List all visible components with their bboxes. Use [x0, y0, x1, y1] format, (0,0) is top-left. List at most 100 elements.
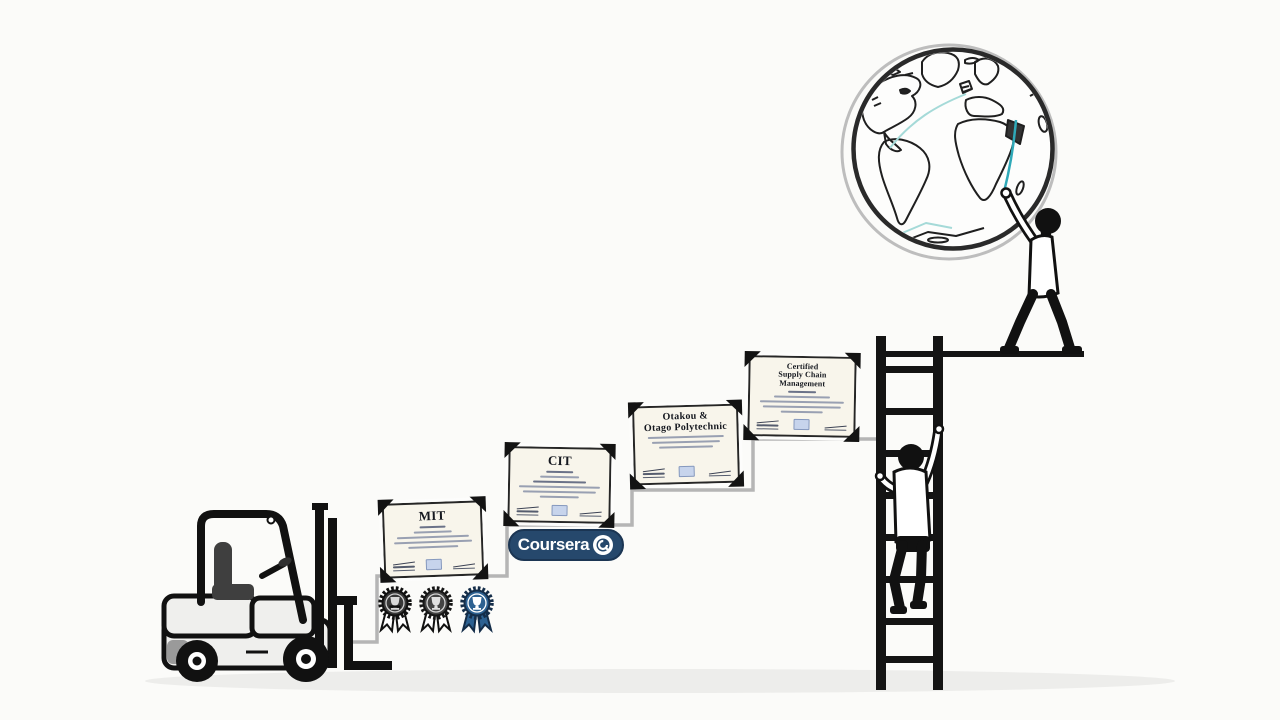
- certificate-footer: [516, 503, 602, 517]
- photo-corner-icon: [599, 443, 616, 460]
- ladder-rung: [886, 576, 933, 583]
- ladder-right-rail: [933, 336, 943, 690]
- certificate-seal: [793, 418, 810, 431]
- climber-left-leg: [888, 540, 908, 613]
- mit-certificate: MIT: [377, 496, 489, 583]
- photo-corner-icon: [377, 499, 395, 516]
- coursera-label: Coursera: [517, 535, 590, 554]
- climber-head: [898, 444, 924, 470]
- trophy-icon: [390, 597, 400, 610]
- certificate-text-line: [394, 539, 472, 544]
- certificate-text-line: [647, 435, 725, 440]
- certificate-footer: [392, 558, 476, 572]
- certificate-subtitle-line: [788, 390, 816, 394]
- british-isles-outline: [959, 80, 973, 94]
- person-reaching-globe: [1000, 187, 1082, 354]
- climber-left-foot: [890, 606, 907, 614]
- ladder-rung: [886, 366, 933, 373]
- forklift-seat: [212, 584, 254, 600]
- certificate-seal: [550, 504, 568, 517]
- medal-scallop-rim: [460, 586, 494, 620]
- certificate-text-line: [540, 475, 580, 478]
- forklift-carriage: [337, 596, 357, 605]
- coursera-badge: Coursera: [508, 529, 624, 561]
- reacher-right-foot: [1062, 346, 1082, 354]
- route-africa: [1002, 119, 1018, 193]
- ladder-rung: [886, 408, 933, 415]
- forklift-steering-wheel: [278, 557, 292, 567]
- certificate-footer: [642, 465, 731, 479]
- coursera-swirl-icon: [593, 535, 614, 555]
- trophy-icon: [431, 597, 441, 610]
- reacher-torso: [1027, 234, 1060, 299]
- madagascar-outline: [1015, 180, 1025, 196]
- certificate-text-line: [759, 400, 845, 404]
- antarctic-banner: [927, 236, 949, 244]
- reacher-right-leg: [1046, 289, 1075, 353]
- africa-outline: [954, 118, 1015, 202]
- globe-outer-ring: [840, 43, 1058, 261]
- europe-outline: [964, 96, 1005, 118]
- forklift-mast-rail-1: [315, 505, 324, 668]
- certificate-text-line: [533, 480, 586, 484]
- ground-shadow: [145, 669, 1175, 693]
- globe-circle: [851, 47, 1055, 251]
- certificate-text-line: [539, 495, 579, 498]
- trophy-icon: [472, 597, 482, 610]
- climber-right-leg: [912, 540, 927, 609]
- medal-blue: [460, 586, 494, 634]
- certificate-seal: [425, 558, 443, 571]
- forklift-overhead-guard: [197, 510, 307, 624]
- photo-corner-icon: [504, 442, 521, 459]
- globe-illustration: [840, 43, 1058, 261]
- supply-chain-certificate: Certified Supply Chain Management: [743, 350, 861, 443]
- reacher-head: [1035, 208, 1061, 234]
- certificate-seal: [678, 465, 695, 478]
- certificate-title-line2: Otago Polytechnic: [643, 420, 728, 434]
- certificate-title: MIT: [418, 507, 446, 524]
- cit-certificate: CIT: [503, 442, 616, 528]
- medal-inner-ring: [467, 593, 487, 613]
- certificate-subtitle-line: [419, 525, 446, 529]
- medal-scallop-rim: [378, 586, 412, 620]
- signature-block: [579, 508, 602, 517]
- forklift-seat-back: [214, 542, 232, 594]
- forklift-mast-rail-2: [328, 518, 337, 668]
- forklift-illustration: [161, 503, 392, 682]
- person-climbing-ladder: [874, 423, 945, 614]
- climber-right-hand: [933, 423, 945, 435]
- climber-right-foot: [910, 601, 927, 609]
- platform: [876, 351, 1084, 357]
- signature-block: [516, 503, 539, 516]
- achievement-medals: [378, 586, 494, 634]
- route-south: [899, 222, 953, 235]
- certificate-title: CIT: [547, 452, 573, 469]
- photo-corner-icon: [844, 352, 861, 370]
- certificate-footer: [756, 417, 847, 431]
- certificate-title-line2: Supply Chain Management: [778, 369, 827, 389]
- climber-torso: [892, 466, 932, 547]
- route-atlantic: [889, 93, 967, 149]
- photo-corner-icon: [744, 350, 761, 368]
- antarctica-outline: [901, 227, 985, 243]
- ladder-left-rail: [876, 336, 886, 690]
- reacher-hand: [1000, 187, 1012, 199]
- forklift-fork-blade: [344, 661, 392, 670]
- reacher-left-foot: [1000, 346, 1019, 354]
- certificate-text-line: [522, 489, 597, 494]
- forklift-rear-wheel-hub: [192, 656, 202, 666]
- central-america-outline: [883, 131, 902, 153]
- signature-block: [642, 465, 665, 479]
- medal-dark-1: [378, 586, 412, 634]
- forklift-hood: [161, 593, 259, 639]
- photo-corner-icon: [725, 399, 743, 416]
- certificate-text-line: [659, 445, 714, 449]
- certificate-text-line: [774, 395, 830, 399]
- reacher-left-leg: [1004, 289, 1038, 353]
- pacific-coast-hatch: [871, 96, 882, 107]
- medal-inner-ring: [385, 593, 405, 613]
- certificate-text-line: [781, 410, 823, 414]
- scandinavia-outline: [974, 57, 1000, 86]
